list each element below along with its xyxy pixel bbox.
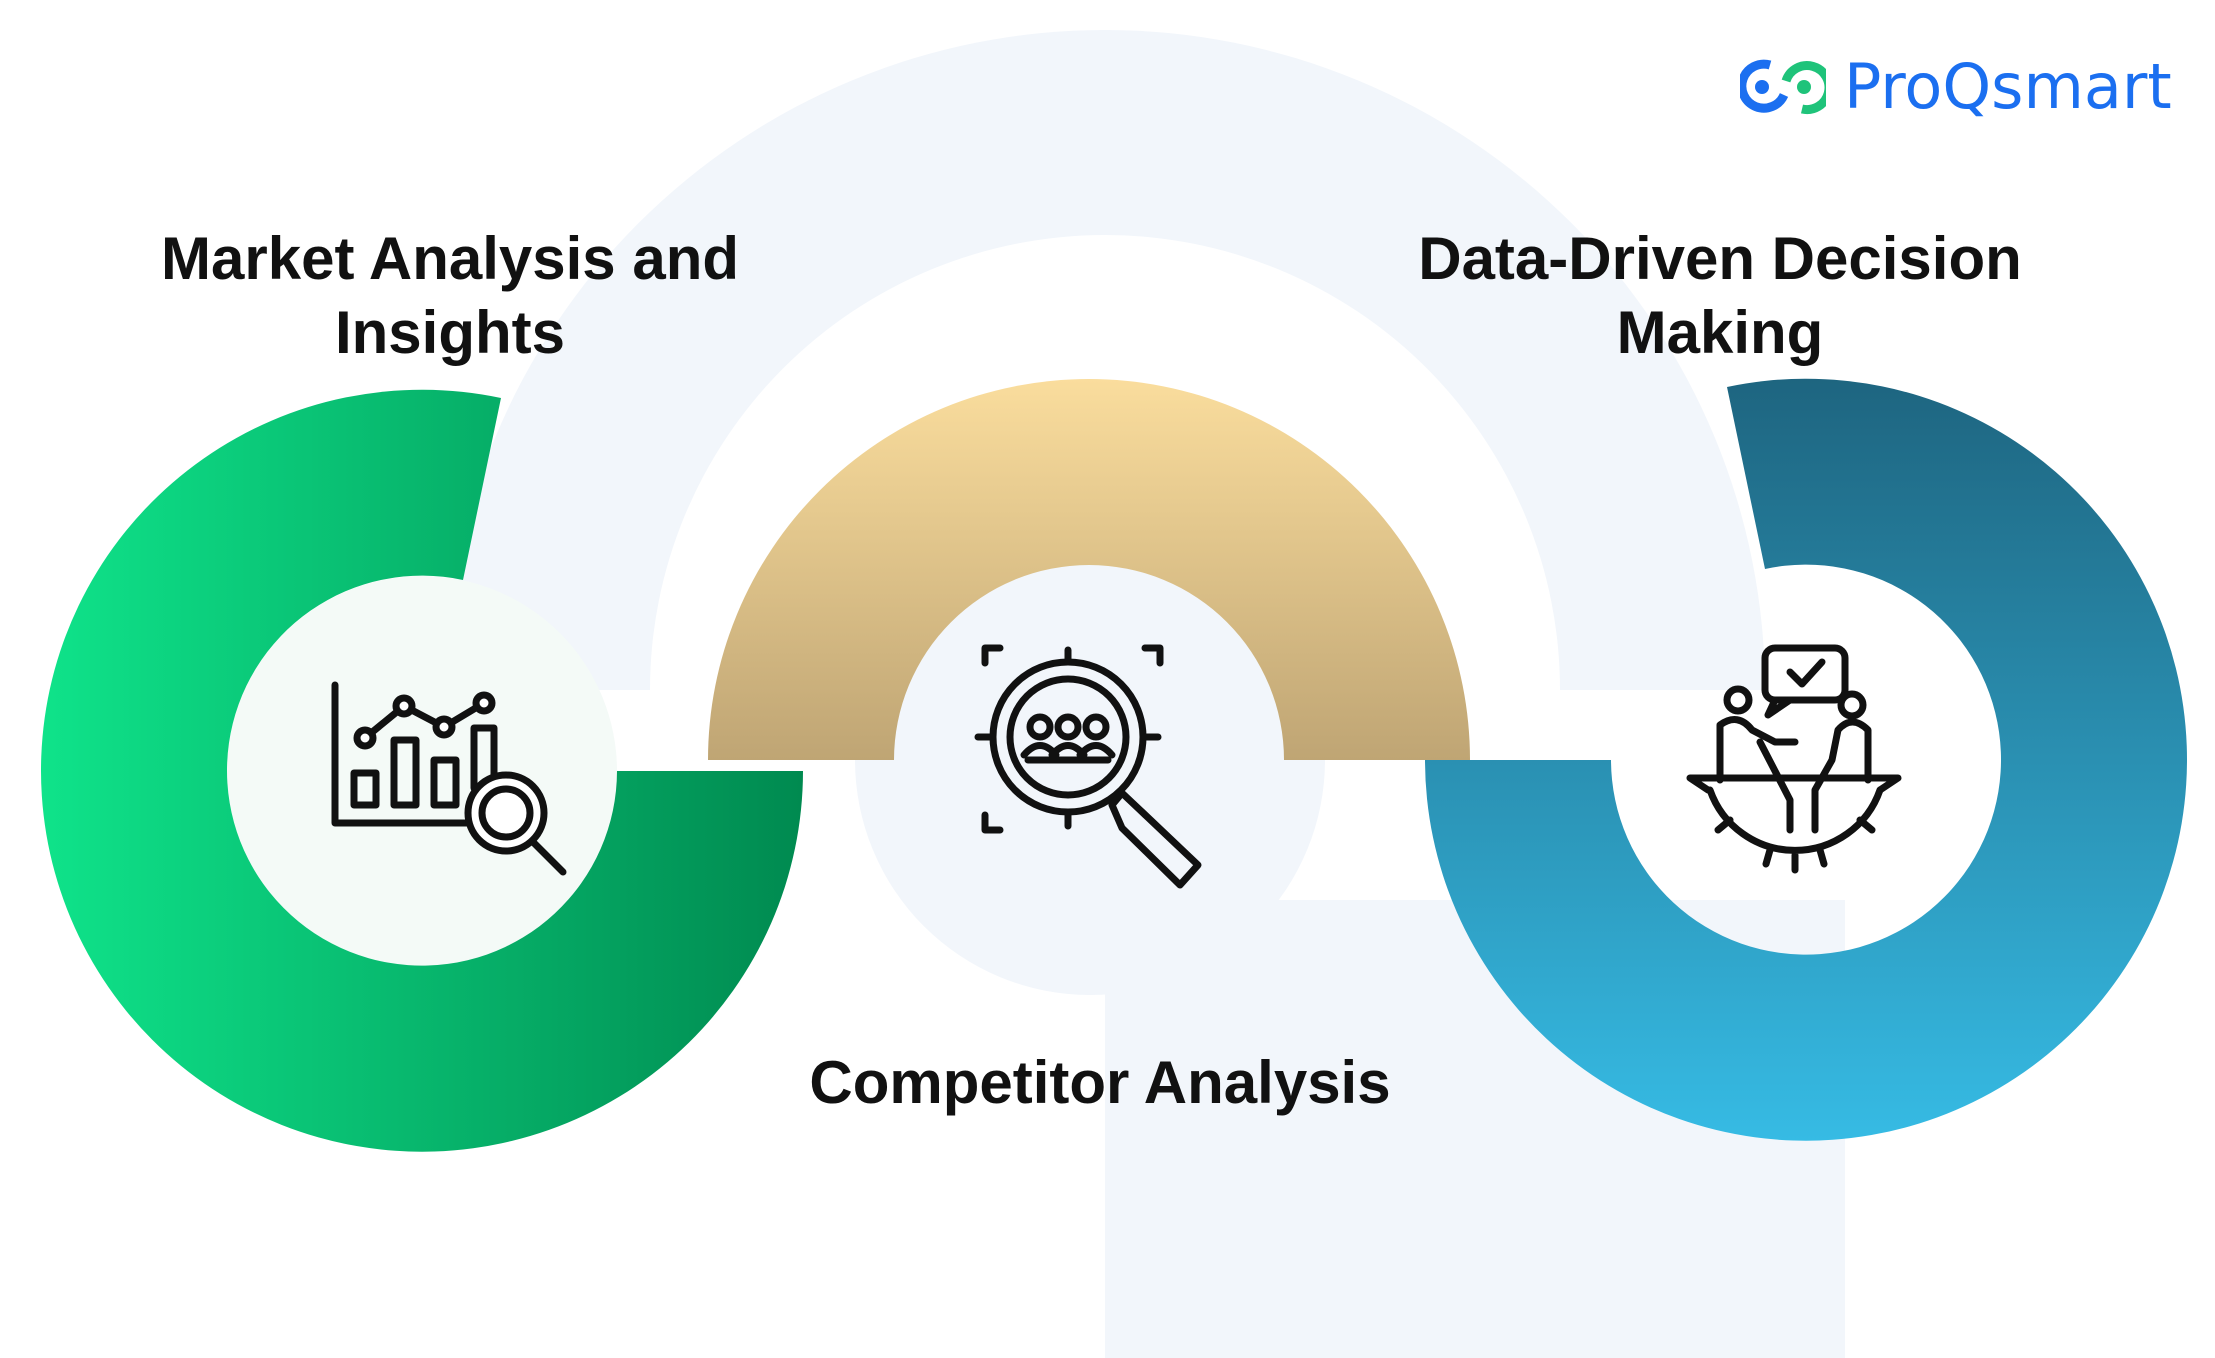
target-group-search-icon xyxy=(974,644,1202,889)
team-decision-gear-icon xyxy=(1686,644,1902,874)
blue-ring-segment xyxy=(1425,378,2187,1141)
chart-magnifier-icon xyxy=(331,681,567,876)
green-ring-segment xyxy=(41,389,804,1152)
brand-name: ProQsmart xyxy=(1844,50,2172,123)
brand-logo: ProQsmart xyxy=(1740,50,2172,123)
stage-title-competitor-analysis: Competitor Analysis xyxy=(809,1049,1391,1116)
stage-title-data-driven-decision: Data-Driven Decision Making xyxy=(1418,225,2022,366)
stage-title-market-analysis: Market Analysis and Insights xyxy=(161,225,739,366)
gold-arch-segment xyxy=(708,379,1470,760)
logo-mark-icon xyxy=(1740,59,1826,114)
